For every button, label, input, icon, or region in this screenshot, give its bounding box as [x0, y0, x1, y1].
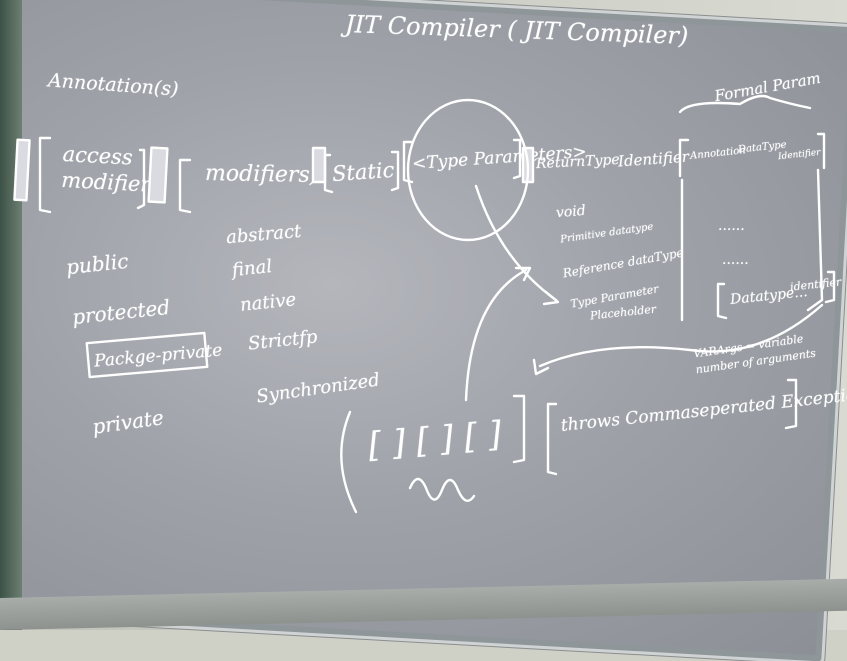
- array-big-bracket-open: [340, 410, 358, 514]
- bracket-type-close: [512, 138, 522, 180]
- array-bracket-close: [512, 394, 526, 464]
- bracket-static-open: [323, 153, 334, 194]
- arrowhead-varargs: [532, 358, 550, 376]
- formal-params-box-left: [678, 138, 690, 178]
- formal-params-vertical-right: [806, 168, 824, 312]
- arrowhead-type-params: [542, 290, 560, 306]
- hatch-mark-1: [13, 138, 31, 202]
- param-dots-2: ......: [722, 252, 749, 268]
- array-squiggle: [408, 477, 476, 502]
- board-drawings: [13, 94, 836, 514]
- throws-bracket-close: [784, 378, 798, 430]
- throws-bracket-open: [546, 402, 558, 476]
- type-params-circle: [406, 98, 530, 242]
- arrow-array-up: [464, 268, 528, 402]
- arrow-varargs: [538, 303, 824, 368]
- formal-params-box-right: [816, 132, 826, 170]
- arrow-type-params: [474, 184, 558, 302]
- varargs-bracket-close: [824, 270, 836, 304]
- bracket-modifiers-open: [178, 158, 192, 214]
- bracket-static-close: [390, 150, 400, 192]
- varargs-bracket: [716, 282, 728, 320]
- formal-params-brace: [678, 94, 812, 114]
- hatch-mark-2: [147, 146, 169, 204]
- package-private-box: [85, 331, 209, 379]
- param-dots-1: ......: [718, 218, 745, 234]
- hatch-mark-3: [311, 146, 327, 184]
- bracket-access-close: [136, 148, 146, 210]
- bracket-access-open: [38, 136, 52, 214]
- arrowhead-array-up: [514, 266, 532, 282]
